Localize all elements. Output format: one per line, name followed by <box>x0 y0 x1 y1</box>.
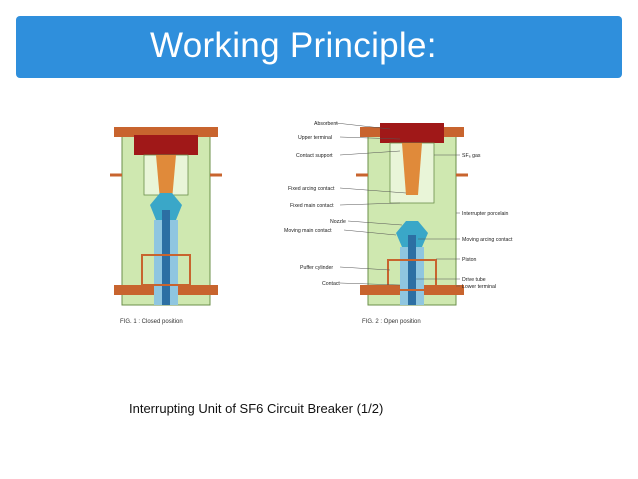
label-drive-tube: Drive tube <box>462 277 486 283</box>
label-contact: Contact <box>322 281 340 287</box>
label-interrupter-porcelain: Interrupter porcelain <box>462 211 509 217</box>
fig2-left-labels: Absorbent Upper terminal Contact support… <box>284 121 346 287</box>
label-puffer-cylinder: Puffer cylinder <box>300 265 333 271</box>
label-nozzle: Nozzle <box>330 219 346 225</box>
fig2-left-leaders <box>335 122 407 286</box>
fig2-right-labels: SF₆ gas Interrupter porcelain Moving arc… <box>462 153 513 290</box>
sf6-breaker-diagram: FIG. 1 : Closed position FIG. 2 : Open p… <box>110 121 513 325</box>
label-lower-terminal: Lower terminal <box>462 284 496 290</box>
fig2-right-leaders <box>416 154 460 287</box>
label-absorbent: Absorbent <box>314 121 338 127</box>
label-fixed-main-contact: Fixed main contact <box>290 203 334 209</box>
title-bar <box>16 16 622 78</box>
label-moving-main-contact: Moving main contact <box>284 228 332 234</box>
label-piston: Piston <box>462 257 477 263</box>
label-moving-arcing-contact: Moving arcing contact <box>462 237 513 243</box>
fig1-closed-breaker <box>110 127 222 306</box>
fig2-open-breaker <box>356 123 468 306</box>
fig1-caption: FIG. 1 : Closed position <box>120 319 183 325</box>
label-fixed-arcing-contact: Fixed arcing contact <box>288 186 335 192</box>
label-contact-support: Contact support <box>296 153 333 159</box>
slide-title: Working Principle: <box>150 26 437 65</box>
fig2-caption: FIG. 2 : Open position <box>362 319 421 325</box>
label-upper-terminal: Upper terminal <box>298 135 332 141</box>
label-sf6-gas: SF₆ gas <box>462 153 481 159</box>
slide-caption: Interrupting Unit of SF6 Circuit Breaker… <box>129 401 384 416</box>
